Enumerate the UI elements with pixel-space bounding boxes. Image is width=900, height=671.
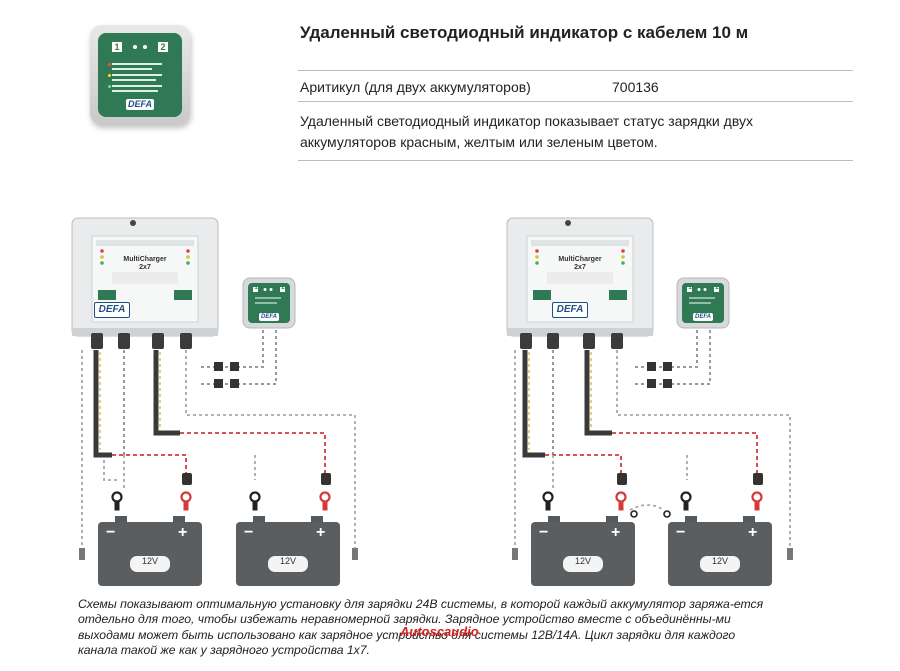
divider — [298, 101, 853, 102]
charger-model-line2: 2x7 — [574, 264, 586, 271]
battery-plus: + — [316, 524, 326, 541]
divider — [298, 160, 853, 161]
legend-line — [112, 74, 162, 76]
channel-1-label: 1 — [688, 285, 692, 291]
legend-line — [112, 85, 162, 87]
defa-logo: DEFA — [259, 313, 279, 321]
charger-body — [71, 217, 219, 337]
battery-plus: + — [748, 524, 758, 541]
battery-minus: − — [244, 524, 254, 541]
watermark: Autoscaudio — [400, 624, 479, 639]
channel-2-label: 2 — [715, 285, 719, 291]
defa-logo: DEFA — [126, 99, 154, 110]
battery-plus: + — [611, 524, 621, 541]
led-dot — [143, 45, 147, 49]
channel-1-label: 1 — [254, 285, 258, 291]
article-number: 700136 — [612, 79, 659, 95]
legend-line — [112, 79, 156, 81]
led-green-icon — [108, 85, 111, 88]
charger-model: MultiCharger 2x7 — [547, 256, 613, 272]
legend-line — [112, 63, 162, 65]
page-title: Удаленный светодиодный индикатор с кабел… — [300, 23, 749, 42]
legend-line — [112, 68, 152, 70]
product-description: Удаленный светодиодный индикатор показыв… — [300, 113, 753, 150]
charger-model-line1: MultiCharger — [123, 256, 167, 263]
battery-voltage: 12V — [711, 556, 728, 566]
indicator-photo: 1 2 DEFA — [90, 25, 190, 125]
charger-model-line1: MultiCharger — [558, 256, 602, 263]
diagram-separate-batteries — [71, 217, 358, 586]
battery-voltage: 12V — [574, 556, 591, 566]
battery-voltage: 12V — [279, 556, 296, 566]
battery-minus: − — [106, 524, 116, 541]
article-label: Аритикул (для двух аккумуляторов) — [300, 79, 531, 95]
led-red-icon — [108, 63, 111, 66]
divider — [298, 70, 853, 71]
channel-1-label: 1 — [112, 42, 122, 52]
defa-logo: DEFA — [552, 302, 588, 318]
diagram-caption: Схемы показывают оптимальную установку д… — [78, 597, 764, 657]
led-yellow-icon — [108, 74, 111, 77]
channel-2-label: 2 — [281, 285, 285, 291]
battery-minus: − — [539, 524, 549, 541]
diagram-linked-batteries — [506, 217, 793, 586]
defa-logo: DEFA — [94, 302, 130, 318]
indicator-face: 1 2 DEFA — [98, 33, 182, 117]
charger-body — [506, 217, 654, 337]
defa-logo: DEFA — [693, 313, 713, 321]
charger-model: MultiCharger 2x7 — [112, 256, 178, 272]
channel-2-label: 2 — [158, 42, 168, 52]
battery-voltage: 12V — [141, 556, 158, 566]
legend-line — [112, 90, 158, 92]
battery-minus: − — [676, 524, 686, 541]
battery-plus: + — [178, 524, 188, 541]
charger-model-line2: 2x7 — [139, 264, 151, 271]
led-dot — [133, 45, 137, 49]
